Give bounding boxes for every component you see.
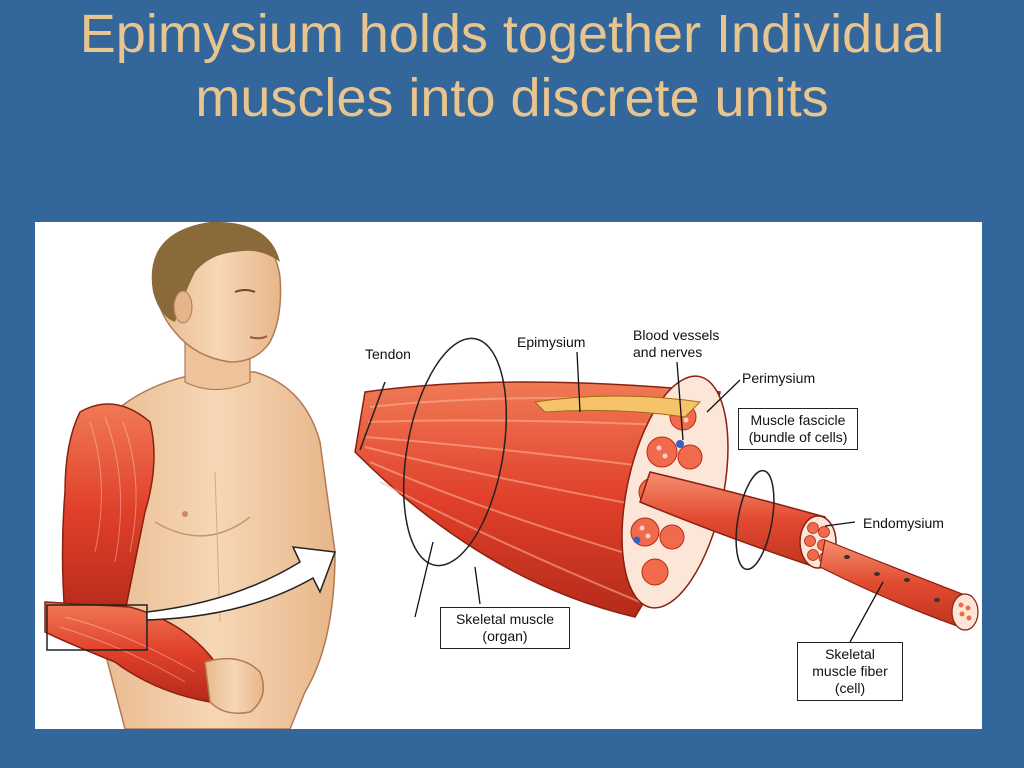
muscle-fascicle xyxy=(639,469,837,571)
label-skeletal-muscle-organ: Skeletal muscle (organ) xyxy=(440,607,570,649)
slide-title: Epimysium holds together Individual musc… xyxy=(79,4,945,128)
leader-lines xyxy=(414,351,884,643)
label-tendon: Tendon xyxy=(365,346,411,362)
muscle-fiber xyxy=(819,539,979,631)
label-perimysium: Perimysium xyxy=(742,370,816,386)
muscle-anatomy-figure: Tendon Epimysium Blood vessels and nerve… xyxy=(35,222,982,729)
zoom-arrow xyxy=(146,546,337,621)
anatomy-illustration xyxy=(44,222,979,729)
skeletal-muscle-bundle xyxy=(354,337,729,618)
label-muscle-fascicle: Muscle fascicle (bundle of cells) xyxy=(738,408,858,450)
label-blood-vessels: Blood vessels and nerves xyxy=(633,327,720,360)
human-figure xyxy=(44,222,336,729)
label-epimysium: Epimysium xyxy=(517,334,586,350)
label-endomysium: Endomysium xyxy=(863,515,944,531)
label-skeletal-muscle-fiber: Skeletal muscle fiber (cell) xyxy=(797,642,903,701)
